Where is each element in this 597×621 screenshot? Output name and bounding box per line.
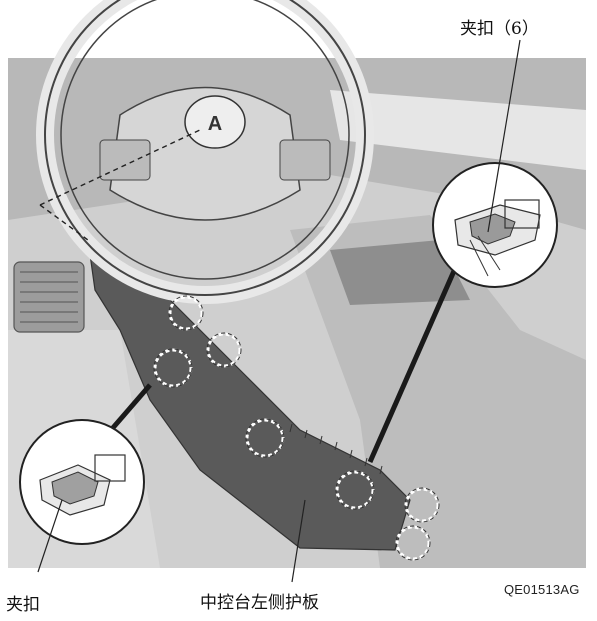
callout-circle bbox=[335, 470, 375, 510]
dashboard-highlight bbox=[330, 90, 586, 170]
panel-edge-teeth bbox=[289, 423, 383, 475]
console-left-side-panel bbox=[87, 238, 411, 551]
figure-code: QE01513AG bbox=[504, 582, 580, 597]
dashed-guideline-2 bbox=[39, 204, 89, 241]
callout-circle bbox=[153, 348, 193, 388]
callout-circle bbox=[404, 487, 440, 523]
callout-circle bbox=[245, 418, 285, 458]
clip-detail-inset-left bbox=[19, 383, 152, 545]
leader-line-panel bbox=[291, 499, 306, 583]
label-clip-left: 夹扣 bbox=[6, 595, 40, 615]
callout-circle bbox=[395, 525, 431, 561]
callout-circle bbox=[168, 295, 204, 331]
callout-circle bbox=[206, 332, 242, 368]
callout-circles bbox=[153, 295, 440, 561]
pedal-icon bbox=[13, 261, 85, 333]
dashed-guideline bbox=[39, 129, 201, 206]
label-clip-top: 夹扣（6） bbox=[460, 19, 539, 39]
steering-badge: A bbox=[208, 113, 222, 135]
label-panel: 中控台左侧护板 bbox=[200, 593, 319, 613]
clip-detail-inset-right bbox=[367, 162, 558, 464]
console-top-strip bbox=[330, 240, 470, 305]
steering-wheel-icon: A bbox=[36, 0, 374, 304]
leader-line-left bbox=[37, 499, 63, 573]
leader-line-top bbox=[487, 39, 521, 233]
